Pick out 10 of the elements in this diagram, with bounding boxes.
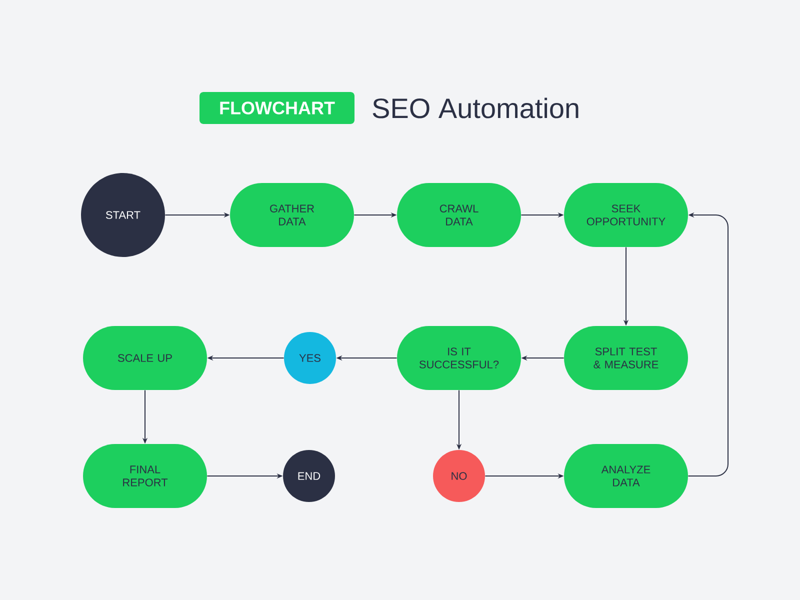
process-box: SEEK OPPORTUNITY	[564, 183, 688, 247]
decision-box: IS IT SUCCESSFUL?	[397, 326, 521, 390]
title: SEO Automation	[372, 98, 578, 118]
process-box: GATHER DATA	[230, 183, 354, 247]
process-box: ANALYZE DATA	[564, 444, 688, 508]
process-box: SPLIT TEST & MEASURE	[564, 326, 688, 390]
process-box: SCALE UP	[83, 326, 207, 390]
process-box: CRAWL DATA	[397, 183, 521, 247]
process-box: FINAL REPORT	[83, 444, 207, 508]
title-badge: FLOWCHART	[200, 92, 354, 124]
